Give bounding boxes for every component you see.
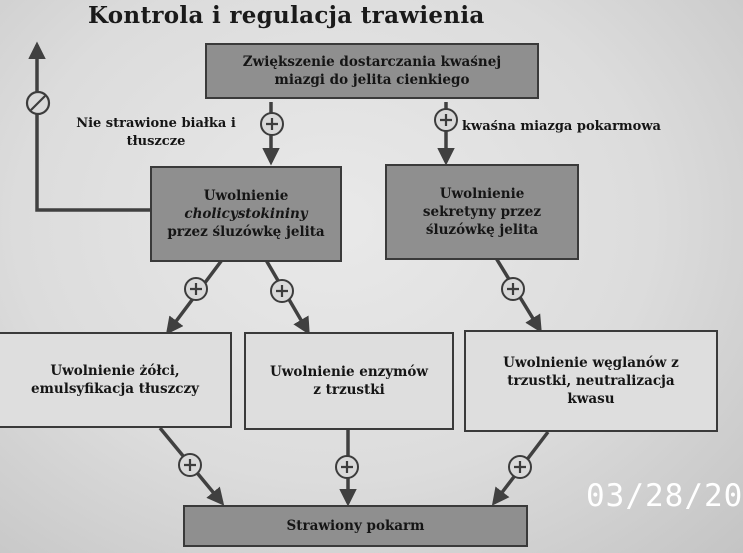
date-stamp: 03/28/20 <box>586 478 743 514</box>
inhibit-sign <box>25 90 51 116</box>
page-title: Kontrola i regulacja trawienia <box>88 2 485 29</box>
node-pancreatic-enzymes: Uwolnienie enzymów z trzustki <box>244 332 454 430</box>
node-cck-release: Uwolnienie cholicystokininy przez śluzów… <box>150 166 342 262</box>
node-bile-release: Uwolnienie żółci, emulsyfikacja tłuszczy <box>0 332 232 428</box>
label-acid-chyme: kwaśna miazga pokarmowa <box>462 119 661 134</box>
node-digested-food: Strawiony pokarm <box>183 505 528 547</box>
label-undigested-nutrients: Nie strawione białka i tłuszcze <box>76 116 236 149</box>
node-secretin-release: Uwolnienie sekretyny przez śluzówkę jeli… <box>385 164 579 260</box>
node-bicarbonate-release: Uwolnienie węglanów z trzustki, neutrali… <box>464 330 718 432</box>
flow-connectors <box>25 41 550 507</box>
node-increased-chyme: Zwiększenie dostarczania kwaśnej miazgi … <box>205 43 539 99</box>
